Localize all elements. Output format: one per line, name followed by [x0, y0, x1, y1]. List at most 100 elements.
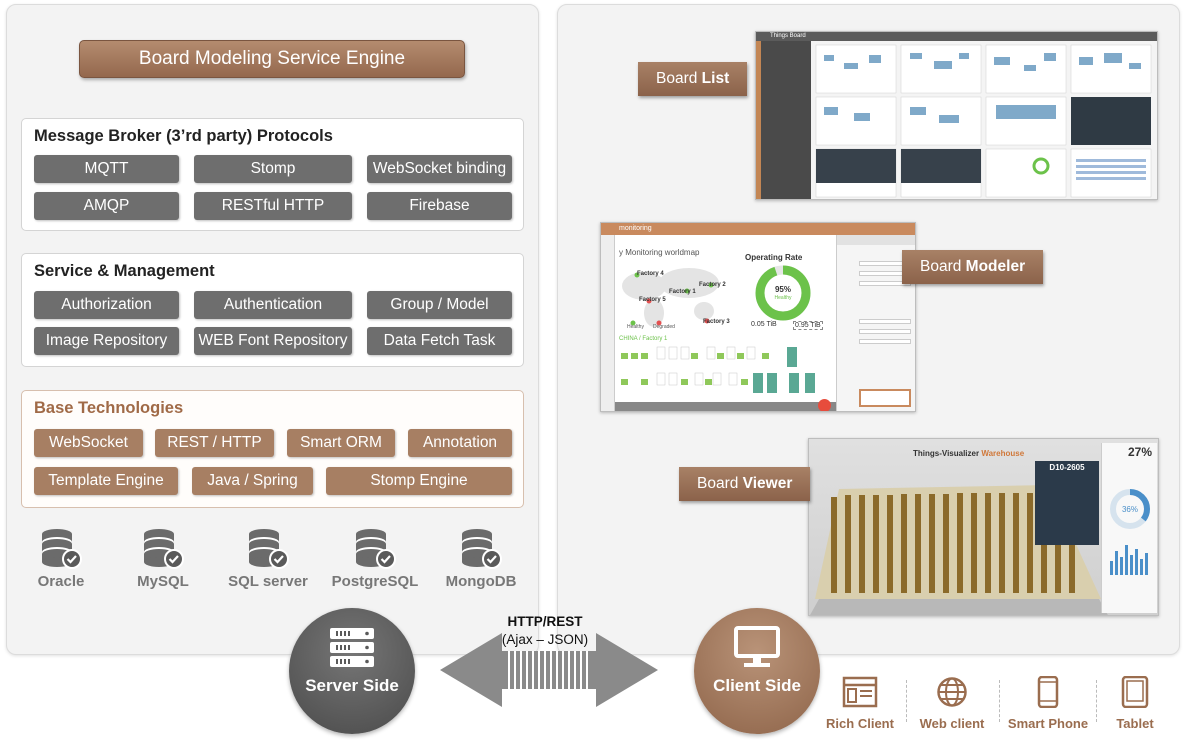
- chip-group-model: Group / Model: [367, 291, 512, 319]
- protocols-section: Message Broker (3’rd party) Protocols MQ…: [21, 118, 524, 231]
- factory-label: Factory 5: [639, 297, 666, 303]
- monitor-icon: [734, 626, 780, 667]
- database-icon: [42, 529, 82, 569]
- service-section: Service & Management Authorization Authe…: [21, 253, 524, 367]
- tag-prefix: Board: [656, 70, 702, 87]
- chip-rest-http: REST / HTTP: [155, 429, 274, 457]
- database-icon: [249, 529, 289, 569]
- device-separator: [1096, 680, 1097, 722]
- db-label: PostgreSQL: [331, 573, 419, 590]
- device-rich-client: Rich Client: [815, 676, 905, 731]
- chip-websocket: WebSocket: [34, 429, 143, 457]
- board-list-screenshot: Things Board: [755, 31, 1158, 200]
- chip-firebase: Firebase: [367, 192, 512, 220]
- chip-smart-orm: Smart ORM: [287, 429, 395, 457]
- chip-stomp-engine: Stomp Engine: [326, 467, 512, 495]
- chip-web-font-repository: WEB Font Repository: [194, 327, 352, 355]
- db-postgresql: PostgreSQL: [330, 528, 420, 590]
- viewer-side-panel: 27% 36%: [1101, 443, 1157, 613]
- device-web-client: Web client: [907, 676, 997, 731]
- chip-mqtt: MQTT: [34, 155, 179, 183]
- board-list-app-title: Things Board: [770, 33, 806, 39]
- device-separator: [906, 680, 907, 722]
- board-viewer-tag: Board Viewer: [679, 467, 811, 501]
- tag-bold: List: [701, 70, 730, 87]
- property-field: [859, 329, 911, 334]
- detail-id: D10-2605: [1049, 463, 1085, 472]
- modeler-footer: [615, 402, 836, 411]
- board-modeler-screenshot: monitoring y Monitoring worldmap Factory…: [600, 222, 916, 412]
- property-field: [859, 339, 911, 344]
- modeler-toolbar-title: monitoring: [619, 225, 652, 232]
- http-format: (Ajax – JSON): [501, 632, 589, 647]
- viewer-bar-chart: [1110, 545, 1148, 575]
- db-mysql: MySQL: [118, 528, 208, 590]
- device-label: Rich Client: [826, 716, 894, 731]
- server-icon: [330, 628, 374, 667]
- client-side-node: Client Side: [694, 608, 820, 734]
- chip-template-engine: Template Engine: [34, 467, 178, 495]
- db-label: MySQL: [137, 573, 189, 590]
- operating-rate-gauge: [755, 265, 811, 321]
- db-label: Oracle: [37, 573, 85, 590]
- operating-rate-status: Healthy: [774, 295, 792, 301]
- board-viewer-screenshot: Things-Visualizer Warehouse D10-2605 27%…: [808, 438, 1159, 616]
- layout-grid: [621, 346, 815, 393]
- board-modeler-tag: Board Modeler: [902, 250, 1044, 284]
- modeler-toolbar: monitoring: [601, 223, 915, 235]
- database-icon: [462, 529, 502, 569]
- modeler-tool-palette: [601, 235, 615, 411]
- chip-stomp: Stomp: [194, 155, 352, 183]
- free-space: 0.95 TiB: [793, 321, 823, 330]
- legend-degraded: Degraded: [653, 324, 675, 330]
- factory-label: Factory 2: [699, 282, 726, 288]
- scene-title-accent: Warehouse: [981, 449, 1025, 458]
- base-title: Base Technologies: [34, 399, 184, 417]
- device-separator: [999, 680, 1000, 722]
- modeler-map-title: y Monitoring worldmap: [619, 248, 700, 257]
- db-oracle: Oracle: [16, 528, 106, 590]
- operating-rate-value: 95%: [774, 285, 791, 294]
- chip-java-spring: Java / Spring: [192, 467, 313, 495]
- tablet-icon: [1121, 675, 1149, 709]
- client-side-label: Client Side: [713, 676, 801, 695]
- operating-rate-title: Operating Rate: [745, 253, 803, 262]
- world-map: [622, 268, 719, 327]
- add-icon: [818, 399, 831, 411]
- chip-restful-http: RESTful HTTP: [194, 192, 352, 220]
- globe-icon: [937, 677, 967, 707]
- tag-prefix: Board: [697, 475, 743, 492]
- http-protocol: HTTP/REST: [507, 614, 583, 629]
- modeler-property-panel: [836, 235, 915, 411]
- factory-label: Factory 1: [669, 289, 696, 295]
- http-label: HTTP/REST (Ajax – JSON): [480, 613, 610, 649]
- chip-image-repository: Image Repository: [34, 327, 179, 355]
- board-list-sidebar-accent: [756, 41, 761, 199]
- scene-title-text: Things-Visualizer: [913, 449, 980, 458]
- tag-prefix: Board: [920, 258, 966, 275]
- chip-authentication: Authentication: [194, 291, 352, 319]
- modeler-breadcrumb: CHINA / Factory 1: [619, 336, 668, 342]
- smartphone-icon: [1037, 675, 1059, 709]
- detail-popup: D10-2605: [1035, 461, 1099, 545]
- protocols-title: Message Broker (3’rd party) Protocols: [34, 127, 333, 145]
- database-icon: [144, 529, 184, 569]
- db-sql-server: SQL server: [223, 528, 313, 590]
- server-side-node: Server Side: [289, 608, 415, 734]
- board-list-sidebar: [756, 41, 811, 199]
- chip-data-fetch-task: Data Fetch Task: [367, 327, 512, 355]
- http-double-arrow: [440, 633, 658, 707]
- database-icon: [356, 529, 396, 569]
- board-list-titlebar: Things Board: [756, 32, 1157, 41]
- device-label: Web client: [919, 716, 985, 731]
- viewer-scene-title: Things-Visualizer Warehouse: [913, 449, 1024, 458]
- browser-window-icon: [842, 676, 878, 708]
- device-label: Tablet: [1116, 716, 1154, 731]
- used-space: 0.05 TiB: [751, 321, 777, 328]
- server-side-label: Server Side: [305, 676, 399, 695]
- chip-authorization: Authorization: [34, 291, 179, 319]
- board-thumbnails: [815, 44, 1152, 198]
- db-label: MongoDB: [445, 573, 517, 590]
- factory-label: Factory 4: [637, 271, 664, 277]
- tag-bold: Viewer: [742, 475, 793, 492]
